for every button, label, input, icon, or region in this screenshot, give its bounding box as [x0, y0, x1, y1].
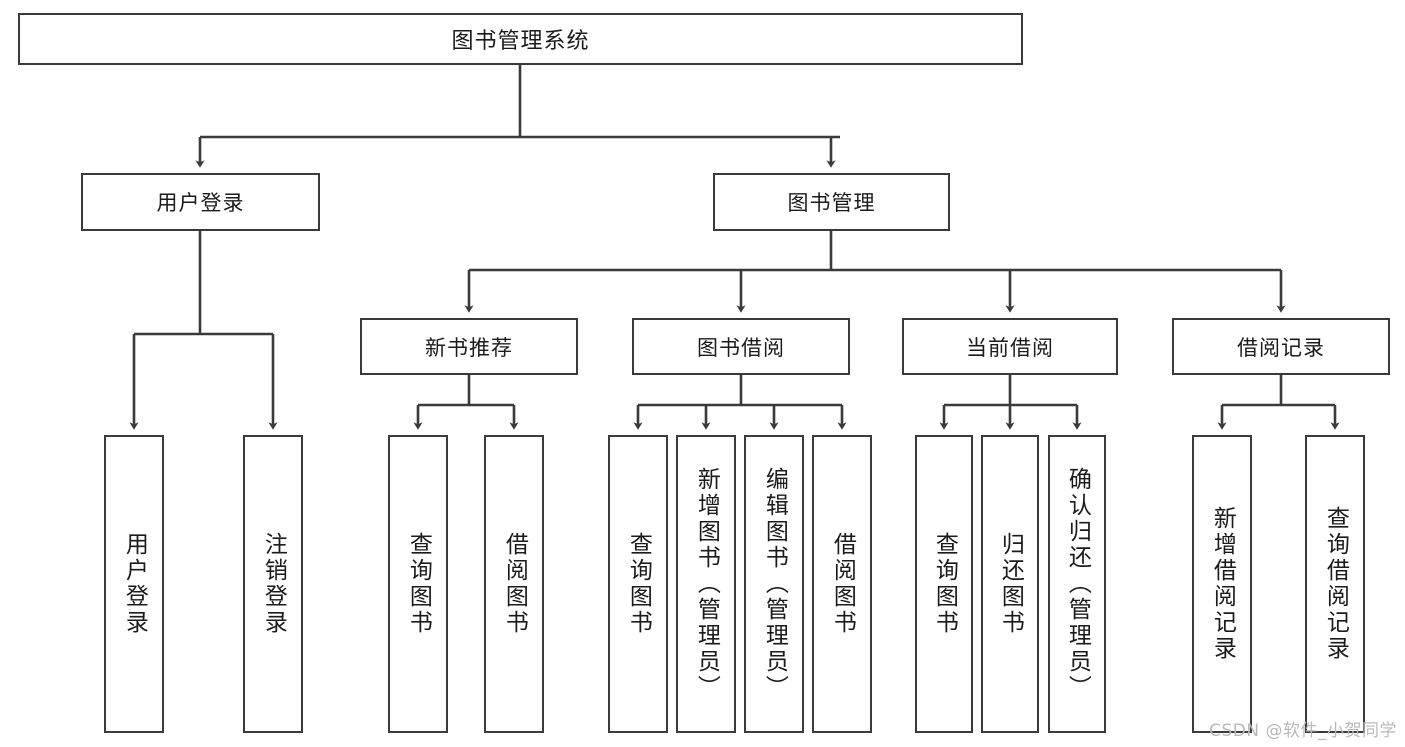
node-book-management-label: 图书管理 [787, 191, 876, 215]
leaf-query-book-current-label: 查询图书 [931, 532, 958, 636]
leaf-query-book-recommend-label: 查询图书 [405, 532, 432, 636]
node-current-borrow[interactable]: 当前借阅 [902, 318, 1118, 375]
leaf-query-borrow-record[interactable]: 查询借阅记录 [1305, 435, 1365, 733]
node-borrow-record-label: 借阅记录 [1237, 335, 1325, 360]
node-new-book-recommend[interactable]: 新书推荐 [360, 318, 578, 375]
node-book-management[interactable]: 图书管理 [713, 173, 950, 231]
leaf-query-book-borrow[interactable]: 查询图书 [608, 435, 668, 733]
leaf-add-borrow-record[interactable]: 新增借阅记录 [1192, 435, 1252, 733]
leaf-borrow-book[interactable]: 借阅图书 [812, 435, 872, 733]
node-user-login[interactable]: 用户登录 [81, 173, 320, 231]
node-book-borrow[interactable]: 图书借阅 [632, 318, 850, 375]
leaf-query-book-recommend[interactable]: 查询图书 [388, 435, 448, 733]
leaf-add-borrow-record-label: 新增借阅记录 [1209, 506, 1236, 662]
node-root[interactable]: 图书管理系统 [18, 13, 1023, 65]
leaf-borrow-book-recommend[interactable]: 借阅图书 [484, 435, 544, 733]
leaf-return-book[interactable]: 归还图书 [981, 435, 1039, 733]
leaf-logout[interactable]: 注销登录 [243, 435, 303, 733]
node-book-borrow-label: 图书借阅 [697, 335, 785, 360]
leaf-borrow-book-recommend-label: 借阅图书 [501, 532, 528, 636]
leaf-query-book-current[interactable]: 查询图书 [915, 435, 973, 733]
node-user-login-label: 用户登录 [156, 191, 245, 215]
leaf-borrow-book-label: 借阅图书 [829, 532, 856, 636]
node-root-label: 图书管理系统 [451, 29, 590, 54]
leaf-edit-book-admin[interactable]: 编辑图书（管理员） [744, 435, 804, 733]
node-current-borrow-label: 当前借阅 [966, 335, 1054, 360]
watermark: CSDN @软件_小贺同学 [1209, 721, 1397, 741]
leaf-edit-book-admin-label: 编辑图书（管理员） [761, 467, 788, 701]
leaf-confirm-return-admin-label: 确认归还（管理员） [1064, 467, 1091, 701]
leaf-add-book-admin[interactable]: 新增图书（管理员） [676, 435, 736, 733]
leaf-confirm-return-admin[interactable]: 确认归还（管理员） [1048, 435, 1106, 733]
node-new-book-recommend-label: 新书推荐 [425, 335, 513, 360]
leaf-query-borrow-record-label: 查询借阅记录 [1322, 506, 1349, 662]
leaf-user-login-label: 用户登录 [121, 532, 148, 636]
node-borrow-record[interactable]: 借阅记录 [1172, 318, 1390, 375]
leaf-return-book-label: 归还图书 [997, 532, 1024, 636]
leaf-query-book-borrow-label: 查询图书 [625, 532, 652, 636]
leaf-add-book-admin-label: 新增图书（管理员） [693, 467, 720, 701]
leaf-logout-label: 注销登录 [260, 532, 287, 636]
leaf-user-login[interactable]: 用户登录 [104, 435, 164, 733]
